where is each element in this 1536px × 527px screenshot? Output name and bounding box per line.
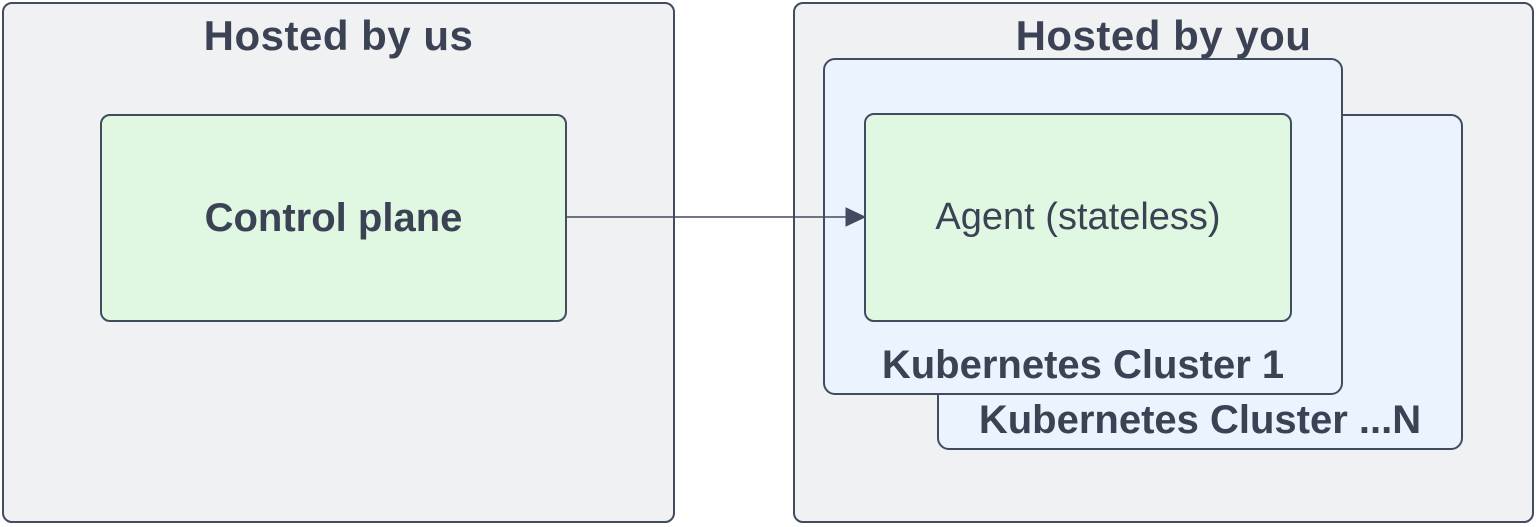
hosted-by-us-title: Hosted by us — [203, 12, 474, 59]
kubernetes-cluster-1-label: Kubernetes Cluster 1 — [881, 343, 1285, 387]
control-plane-label: Control plane — [204, 195, 463, 240]
control-plane-node: Control plane — [100, 114, 567, 322]
kubernetes-cluster-n-label: Kubernetes Cluster ...N — [978, 398, 1422, 442]
arrowhead-icon — [845, 207, 866, 227]
control-plane-to-agent-arrow — [566, 207, 866, 227]
hosted-by-you-title: Hosted by you — [1015, 12, 1312, 59]
agent-label: Agent (stateless) — [935, 196, 1221, 238]
agent-node: Agent (stateless) — [864, 113, 1292, 322]
